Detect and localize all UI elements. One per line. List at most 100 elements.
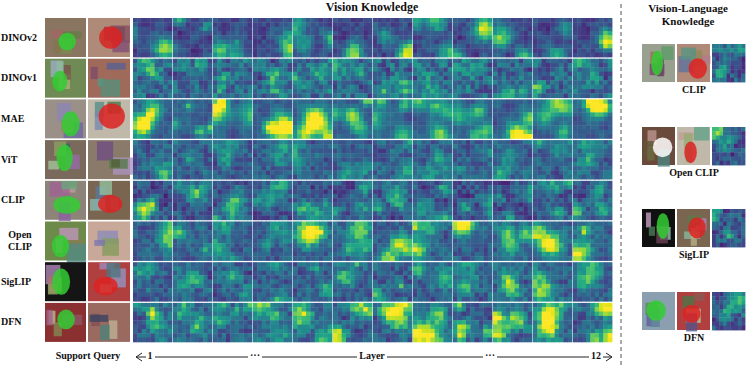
heatmap-cell — [328, 76, 333, 81]
heatmap-cell — [470, 31, 475, 36]
heatmap-cell — [363, 63, 368, 68]
heatmap-cell — [573, 22, 578, 27]
heatmap-cell — [399, 80, 404, 85]
heatmap-cell — [319, 80, 324, 85]
heatmap-cell — [266, 31, 271, 36]
heatmap-cell — [177, 72, 182, 77]
heatmap-cell — [426, 18, 431, 23]
heatmap-cell — [506, 85, 511, 90]
heatmap-cell — [195, 48, 200, 53]
heatmap-cell — [448, 72, 453, 77]
heatmap-cell — [310, 22, 315, 27]
heatmap-cell — [248, 40, 253, 45]
heatmap-cell — [266, 93, 271, 98]
heatmap-cell — [510, 80, 515, 85]
heatmap-cell — [470, 44, 475, 49]
heatmap-cell — [203, 67, 208, 72]
heatmap-cell — [417, 80, 422, 85]
heatmap-cell — [368, 40, 373, 45]
heatmap-cell — [399, 48, 404, 53]
heatmap-cell — [230, 63, 235, 68]
heatmap-cell — [577, 35, 582, 40]
heatmap-cell — [390, 59, 395, 64]
heatmap-cell — [239, 53, 244, 58]
heatmap-cell — [550, 48, 555, 53]
heatmap-cell — [266, 22, 271, 27]
heatmap-cell — [537, 63, 542, 68]
heatmap-cell — [590, 40, 595, 45]
heatmap-cell — [439, 85, 444, 90]
heatmap-cell — [448, 63, 453, 68]
heatmap-cell — [243, 85, 248, 90]
heatmap-cell — [235, 40, 240, 45]
heatmap-cell — [150, 72, 155, 77]
heatmap-cell — [559, 85, 564, 90]
heatmap-cell — [515, 44, 520, 49]
heatmap-cell — [422, 93, 427, 98]
heatmap-cell — [390, 76, 395, 81]
heatmap-cell — [253, 72, 258, 77]
heatmap-cell — [493, 93, 498, 98]
heatmap-cell — [515, 63, 520, 68]
heatmap-cell — [159, 40, 164, 45]
heatmap-cell — [350, 35, 355, 40]
heatmap-cell — [199, 53, 204, 58]
heatmap-cell — [443, 89, 448, 94]
heatmap-cell — [426, 63, 431, 68]
heatmap-cell — [235, 76, 240, 81]
heatmap-cell — [399, 27, 404, 32]
heatmap-cell — [603, 18, 608, 23]
heatmap-cell — [323, 22, 328, 27]
heatmap-cell — [155, 22, 160, 27]
heatmap-cell — [253, 44, 258, 49]
heatmap-cell — [377, 31, 382, 36]
heatmap-cell — [190, 80, 195, 85]
heatmap-cell — [546, 44, 551, 49]
heatmap-cell — [203, 63, 208, 68]
heatmap-cell — [253, 18, 258, 23]
heatmap-cell — [608, 48, 613, 53]
heatmap-cell — [483, 48, 488, 53]
heatmap-cell — [230, 67, 235, 72]
heatmap-cell — [563, 76, 568, 81]
heatmap-cell — [443, 93, 448, 98]
heatmap-cell — [319, 89, 324, 94]
heatmap-cell — [355, 27, 360, 32]
heatmap-cell — [497, 72, 502, 77]
heatmap-cell — [222, 85, 227, 90]
heatmap-cell — [386, 22, 391, 27]
heatmap-cell — [430, 53, 435, 58]
heatmap-cell — [302, 93, 307, 98]
heatmap-cell — [537, 72, 542, 77]
heatmap-cell — [497, 80, 502, 85]
heatmap-cell — [550, 59, 555, 64]
heatmap-cell — [310, 44, 315, 49]
heatmap-cell — [323, 40, 328, 45]
heatmap-cell — [142, 85, 147, 90]
heatmap-cell — [133, 31, 138, 36]
heatmap-cell — [359, 67, 364, 72]
heatmap-cell — [466, 44, 471, 49]
heatmap-cell — [475, 44, 480, 49]
heatmap-cell — [355, 85, 360, 90]
attention-map — [533, 18, 572, 57]
heatmap-cell — [582, 27, 587, 32]
attention-map — [373, 18, 412, 57]
heatmap-cell — [142, 22, 147, 27]
heatmap-cell — [270, 89, 275, 94]
heatmap-cell — [443, 59, 448, 64]
segmentation-mask — [52, 71, 67, 92]
heatmap-cell — [146, 80, 151, 85]
heatmap-cell — [599, 35, 604, 40]
heatmap-cell — [342, 31, 347, 36]
heatmap-cell — [395, 44, 400, 49]
heatmap-cell — [479, 53, 484, 58]
heatmap-cell — [328, 44, 333, 49]
heatmap-cell — [159, 53, 164, 58]
heatmap-cell — [186, 40, 191, 45]
heatmap-cell — [435, 40, 440, 45]
heatmap-cell — [266, 53, 271, 58]
heatmap-cell — [408, 27, 413, 32]
heatmap-cell — [310, 31, 315, 36]
heatmap-cell — [506, 48, 511, 53]
